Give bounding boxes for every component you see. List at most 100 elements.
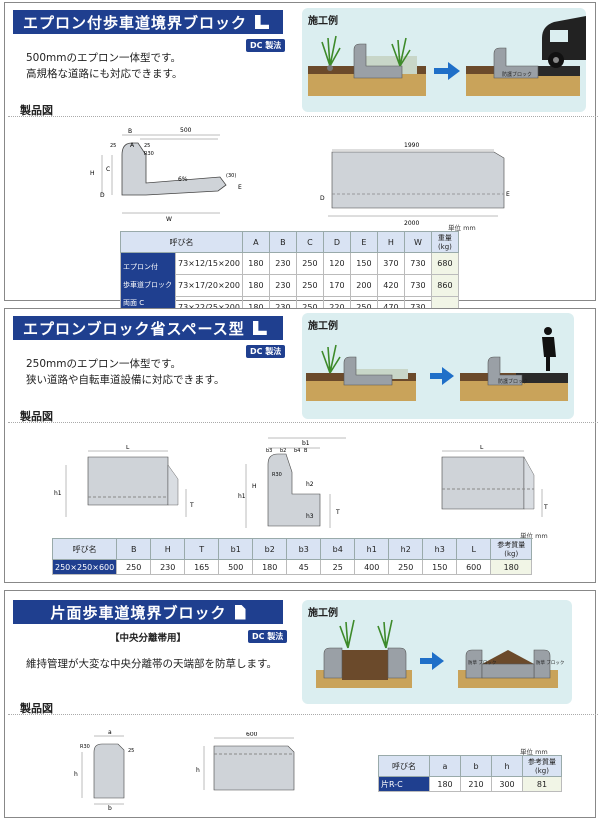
table-header-cell: H bbox=[150, 538, 186, 560]
product-cross-section: a R30 25 h b bbox=[74, 730, 134, 810]
table-header-cell: B bbox=[116, 538, 152, 560]
table-header-cell: h2 bbox=[388, 538, 424, 560]
product-side-view: 600 h bbox=[196, 732, 295, 791]
product-drawing: B 500 25 A 25 R30 H C D E W 6% (30) bbox=[90, 127, 242, 223]
table-cell: 180 bbox=[241, 252, 270, 275]
dimension-label: b bbox=[108, 805, 112, 810]
dimension-label: D bbox=[320, 195, 325, 202]
apron-block-shape-icon bbox=[252, 321, 267, 335]
spec-table: 呼び名 A B C D E H W 重量 (kg) エプロン付 歩車道ブロック … bbox=[120, 231, 459, 319]
section-title-text: 片面歩車道境界ブロック bbox=[50, 603, 227, 622]
table-cell: 730 bbox=[403, 252, 432, 275]
table-header-row: 呼び名 B H T b1 b2 b3 b4 h1 h2 h3 L 参考質量 (k… bbox=[51, 538, 533, 560]
table-cell: 73×12/15×200 bbox=[175, 252, 243, 275]
car-icon bbox=[542, 16, 586, 68]
dimension-label: h bbox=[74, 771, 78, 778]
table-header-cell: H bbox=[376, 231, 405, 253]
section-title-text: エプロンブロック省スペース型 bbox=[23, 319, 245, 338]
table-header-cell: b2 bbox=[252, 538, 288, 560]
unit-label: 単位 mm bbox=[520, 532, 548, 540]
table-cell: 165 bbox=[184, 559, 220, 575]
table-cell: 500 bbox=[218, 559, 254, 575]
product-back-view: L T bbox=[441, 445, 548, 517]
table-header-row: 呼び名 a b h 参考質量 (kg) bbox=[378, 755, 562, 777]
table-cell: 250 bbox=[388, 559, 424, 575]
example-illustration: 防草 ブロック 防草 ブロック bbox=[316, 619, 564, 688]
dimension-label: R30 bbox=[144, 151, 154, 157]
dimension-label: B bbox=[128, 128, 132, 135]
table-cell: 250 bbox=[295, 274, 324, 297]
drawing-title: 製品図 bbox=[8, 104, 598, 117]
desc-line: 250mmのエプロン一体型です。 bbox=[26, 358, 181, 370]
table-cell: 600 bbox=[456, 559, 492, 575]
table-cell: 230 bbox=[268, 274, 297, 297]
example-panel: 施工例 防草 ブロック 防草 ブロック bbox=[302, 600, 572, 704]
table-header-cell: E bbox=[349, 231, 378, 253]
dimension-label: h2 bbox=[306, 481, 314, 488]
unit-label: 単位 mm bbox=[520, 748, 548, 756]
dimension-label: L bbox=[480, 445, 484, 451]
product-cross-section: b1 b3 b2 b4 B R30 H h1 h2 h3 T bbox=[238, 437, 346, 528]
description: 250mmのエプロン一体型です。 狭い道路や自転車道設備に対応できます。 bbox=[26, 356, 224, 388]
dimension-label: 500 bbox=[180, 127, 192, 134]
table-header-cell: a bbox=[429, 755, 461, 777]
table-cell: 230 bbox=[268, 252, 297, 275]
example-title: 施工例 bbox=[308, 321, 338, 332]
dimension-label: L bbox=[126, 445, 130, 451]
example-panel: 施工例 防護ブロック bbox=[302, 8, 586, 112]
dimension-label: b3 bbox=[266, 448, 272, 454]
example-panel: 施工例 防護ブロック bbox=[302, 313, 574, 419]
dimension-label: h1 bbox=[238, 493, 246, 500]
product-side-view: 1990 2000 D E bbox=[320, 142, 510, 227]
dimension-label: 防草 ブロック bbox=[468, 659, 496, 666]
dc-badge: DC 製法 bbox=[248, 630, 288, 643]
description: 維持管理が大変な中央分離帯の天端部を防草します。 bbox=[26, 656, 277, 672]
table-cell: 250 bbox=[295, 252, 324, 275]
table-cell: 300 bbox=[491, 776, 523, 792]
dimension-label: B bbox=[304, 448, 308, 454]
dimension-label: E bbox=[506, 191, 510, 198]
table-header-cell: 重量 (kg) bbox=[430, 231, 459, 253]
table-cell: 45 bbox=[286, 559, 322, 575]
grass-icon bbox=[339, 619, 393, 649]
table-cell: 210 bbox=[460, 776, 492, 792]
dimension-label: 6% bbox=[178, 176, 188, 183]
table-cell: 420 bbox=[376, 274, 405, 297]
table-header-cell: h3 bbox=[422, 538, 458, 560]
desc-line: 維持管理が大変な中央分離帯の天端部を防草します。 bbox=[26, 658, 277, 670]
desc-line: 500mmのエプロン一体型です。 bbox=[26, 52, 181, 64]
table-cell: 81 bbox=[522, 776, 562, 792]
dimension-label: 25 bbox=[128, 748, 134, 754]
table-header-cell: 呼び名 bbox=[51, 538, 118, 560]
dimension-label: W bbox=[166, 216, 172, 223]
dimension-label: E bbox=[238, 184, 242, 191]
cyclist-icon bbox=[542, 327, 556, 371]
dimension-label: b4 bbox=[294, 448, 300, 454]
dimension-label: 2000 bbox=[404, 220, 419, 227]
example-title: 施工例 bbox=[308, 608, 338, 619]
example-title: 施工例 bbox=[308, 16, 338, 27]
section-title: 片面歩車道境界ブロック bbox=[13, 600, 283, 624]
table-header-cell: 呼び名 bbox=[120, 231, 243, 253]
table-header-cell: 参考質量 (kg) bbox=[522, 755, 562, 777]
dimension-label: T bbox=[335, 509, 340, 516]
section-title: エプロン付歩車道境界ブロック bbox=[13, 10, 283, 34]
table-header-cell: b3 bbox=[286, 538, 322, 560]
table-header-cell: b1 bbox=[218, 538, 254, 560]
grass-icon bbox=[321, 344, 341, 374]
unit-label: 単位 mm bbox=[448, 224, 476, 232]
dimension-label: T bbox=[189, 502, 194, 509]
dimension-label: b1 bbox=[302, 440, 310, 447]
dimension-label: C bbox=[106, 166, 110, 173]
table-header-cell: D bbox=[322, 231, 351, 253]
table-header-cell: T bbox=[184, 538, 220, 560]
arrow-right-icon bbox=[420, 652, 444, 670]
table-cell: 230 bbox=[150, 559, 186, 575]
dimension-label: 25 bbox=[144, 143, 150, 149]
dimension-label: 防草 ブロック bbox=[536, 659, 564, 666]
table-cell: 73×17/20×200 bbox=[175, 274, 243, 297]
table-header-cell: C bbox=[295, 231, 324, 253]
